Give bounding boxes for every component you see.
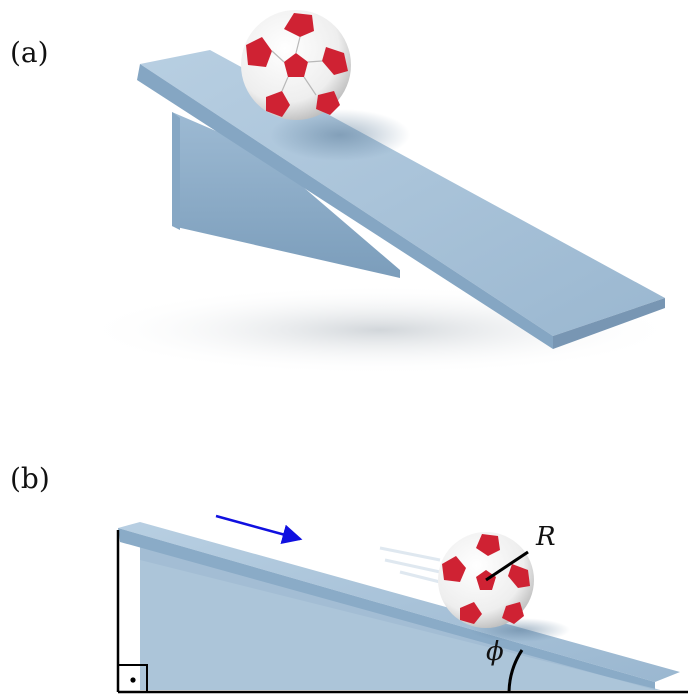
ramp-support-face (172, 112, 180, 230)
radius-symbol: R (535, 522, 556, 552)
ramp-support-block (172, 112, 400, 278)
ramp-front-edge (137, 64, 553, 349)
soccer-ball-icon (241, 10, 351, 120)
ramp-b-side-face (140, 560, 660, 690)
panel-a-scene (80, 10, 680, 375)
panel-b-label: (b) (10, 462, 50, 495)
ramp-end-edge (553, 298, 665, 349)
panel-a-label: (a) (10, 36, 49, 69)
motion-streaks (379, 546, 441, 584)
angle-arc (507, 649, 524, 693)
ramp-top-surface (140, 50, 665, 336)
right-angle-marker-icon (118, 664, 148, 692)
ball-shadow (270, 109, 410, 161)
panel-b-scene: R ϕ (116, 514, 688, 694)
ramp-b-top-surface (118, 522, 680, 682)
arrow-right-down-icon (215, 514, 303, 545)
radius-line (485, 550, 529, 582)
angle-symbol: ϕ (486, 637, 504, 667)
